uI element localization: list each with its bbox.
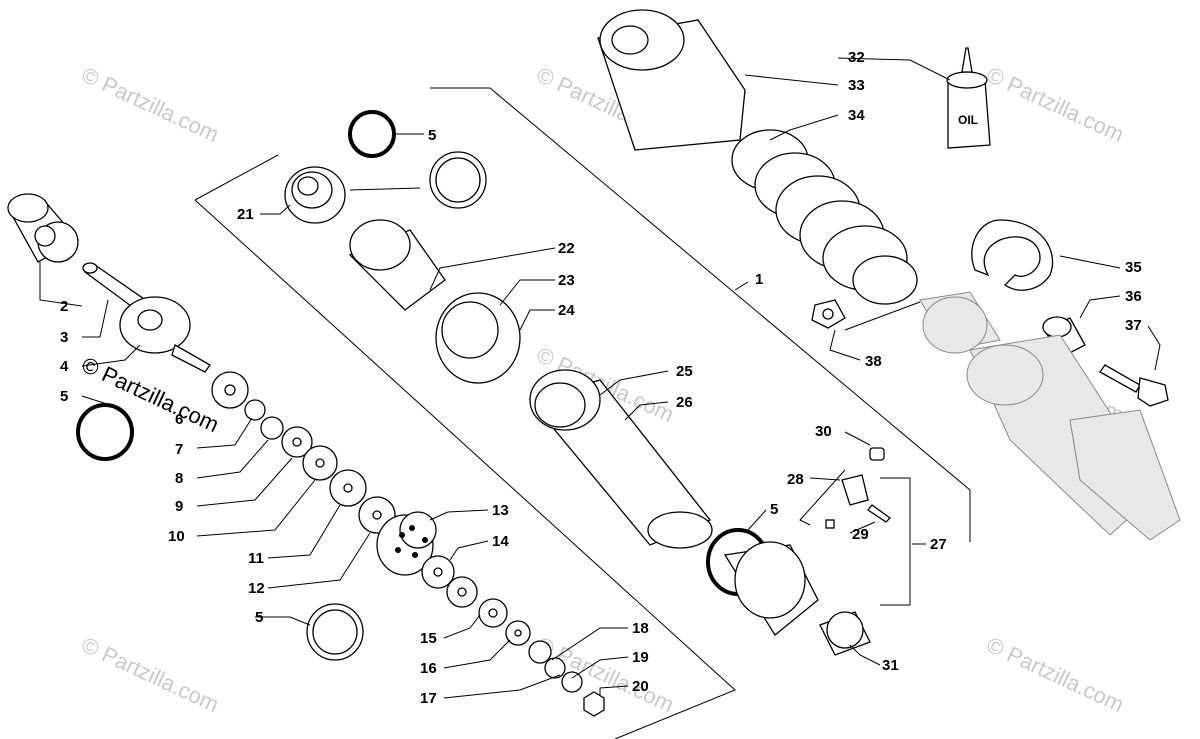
lower-body <box>723 541 871 656</box>
callout-9: 9 <box>175 498 183 515</box>
callout-5: 5 <box>770 501 778 518</box>
callout-37: 37 <box>1125 317 1142 334</box>
oil-label: OIL <box>958 113 978 127</box>
leader-lines <box>39 57 1161 699</box>
o-ring <box>76 403 134 461</box>
callout-1: 1 <box>755 271 763 288</box>
callout-2: 2 <box>60 298 68 315</box>
callout-30: 30 <box>815 423 832 440</box>
callout-28: 28 <box>787 471 804 488</box>
watermark: © Partzilla.com <box>78 632 223 717</box>
callout-31: 31 <box>882 657 899 674</box>
callout-16: 16 <box>420 660 437 677</box>
oil-bottle-part-32: OIL <box>946 47 991 149</box>
watermark: © Partzilla.com <box>983 62 1128 147</box>
band-part-5-top <box>429 151 487 209</box>
callout-33: 33 <box>848 77 865 94</box>
callout-20: 20 <box>632 678 649 695</box>
callout-5: 5 <box>428 127 436 144</box>
callout-32: 32 <box>848 49 865 66</box>
coil-spring-part-34 <box>731 129 918 305</box>
callout-12: 12 <box>248 580 265 597</box>
assembled-shock-reference <box>919 291 1181 541</box>
bushing-part-2 <box>6 193 80 263</box>
callout-29: 29 <box>852 526 869 543</box>
callout-24: 24 <box>558 302 575 319</box>
piston-part-13 <box>376 511 437 576</box>
washer-stack-lower <box>421 555 605 717</box>
callout-15: 15 <box>420 630 437 647</box>
callout-10: 10 <box>168 528 185 545</box>
callout-11: 11 <box>248 550 264 567</box>
callout-5: 5 <box>60 388 68 405</box>
band-part-5 <box>306 603 364 661</box>
callout-3: 3 <box>60 329 68 346</box>
shock-body-part-25 <box>528 369 713 549</box>
callout-18: 18 <box>632 620 649 637</box>
callout-labels: 1 2 3 4 5 5 5 5 6 7 8 9 10 11 12 13 14 1… <box>60 49 1142 707</box>
callout-17: 17 <box>420 690 437 707</box>
spring-retainer-part-35 <box>971 219 1054 291</box>
valve-parts <box>799 447 911 606</box>
callout-25: 25 <box>676 363 693 380</box>
shaft-part-3 <box>82 262 211 373</box>
callout-6: 6 <box>175 411 183 428</box>
callout-34: 34 <box>848 107 865 124</box>
callout-38: 38 <box>865 353 882 370</box>
callout-23: 23 <box>558 272 575 289</box>
spring-cover-part-33 <box>597 9 746 151</box>
adjuster-nut-part-23 <box>435 292 521 384</box>
callout-26: 26 <box>676 394 693 411</box>
callout-19: 19 <box>632 649 649 666</box>
seal-head-part-21 <box>284 166 346 224</box>
callout-35: 35 <box>1125 259 1142 276</box>
callout-27: 27 <box>930 536 947 553</box>
callout-8: 8 <box>175 470 183 487</box>
callout-4: 4 <box>60 358 69 375</box>
sleeve-part-22 <box>348 219 446 311</box>
callout-21: 21 <box>237 206 254 223</box>
o-ring <box>348 110 396 158</box>
watermark: © Partzilla.com <box>983 632 1128 717</box>
watermark: © Partzilla.com <box>78 62 223 147</box>
assembly-bracket <box>194 87 971 739</box>
callout-14: 14 <box>492 533 509 550</box>
callout-22: 22 <box>558 240 575 257</box>
callout-36: 36 <box>1125 288 1142 305</box>
callout-7: 7 <box>175 441 183 458</box>
washer-stack-upper <box>211 371 396 534</box>
callout-13: 13 <box>492 502 509 519</box>
callout-5: 5 <box>255 609 263 626</box>
